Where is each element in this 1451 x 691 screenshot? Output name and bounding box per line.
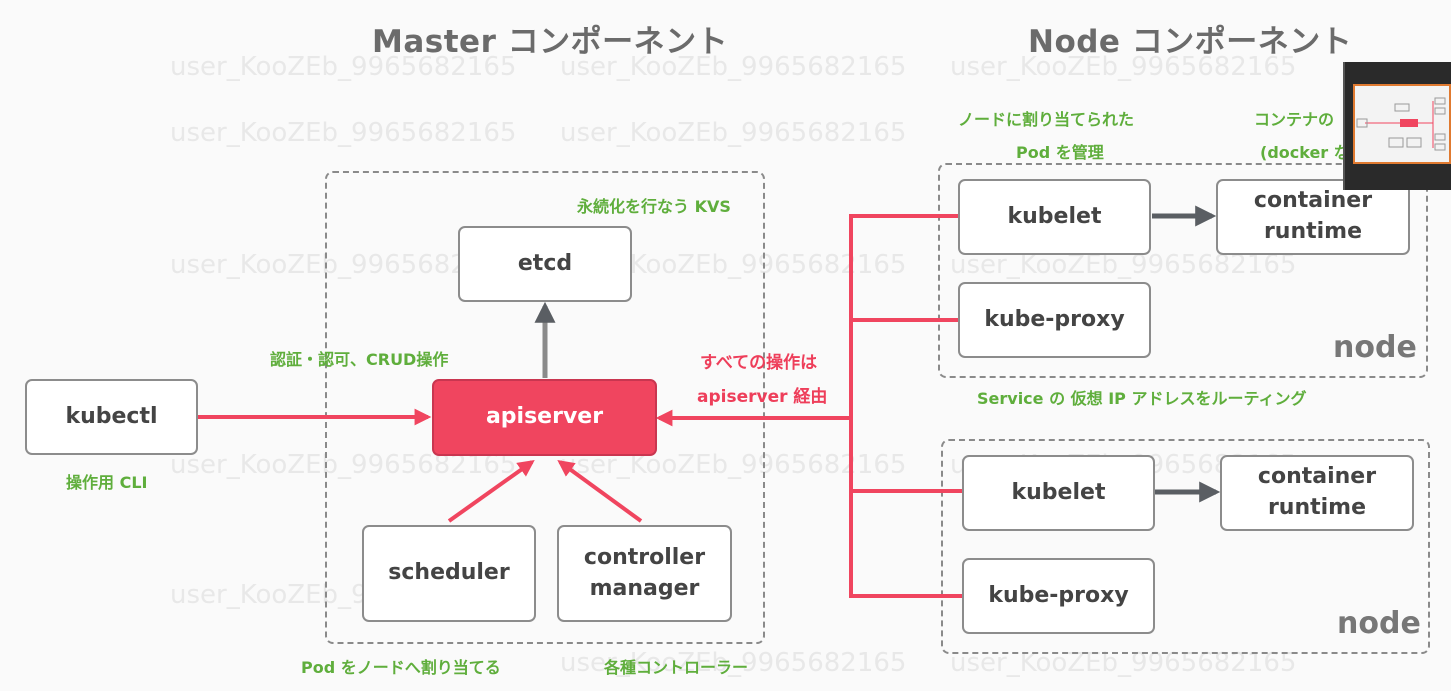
container-runtime-box-1: container runtime: [1216, 179, 1410, 255]
kubelet-box-2: kubelet: [962, 455, 1155, 531]
kube-proxy-box-2: kube-proxy: [962, 558, 1155, 634]
node-components-heading: Node コンポーネント: [1028, 24, 1353, 60]
controller-manager-box: controller manager: [557, 525, 732, 622]
container-runtime-box-2: container runtime: [1220, 455, 1414, 531]
all-ops-note-line1: すべての操作は: [700, 353, 818, 373]
controller-description: 各種コントローラー: [604, 658, 749, 677]
scheduler-to-apiserver-arrow: [447, 460, 535, 523]
node-label-2: node: [1337, 606, 1421, 641]
kube-proxy-description: Service の 仮想 IP アドレスをルーティング: [977, 389, 1307, 408]
node-label-1: node: [1333, 330, 1417, 365]
auth-crud-note: 認証・認可、CRUD操作: [270, 350, 449, 369]
scheduler-box: scheduler: [362, 525, 536, 622]
kubectl-description: 操作用 CLI: [66, 473, 148, 492]
node-group-frame-1: [938, 163, 1428, 378]
apiserver-box: apiserver: [432, 379, 657, 456]
kubectl-box: kubectl: [25, 379, 198, 455]
etcd-box: etcd: [458, 226, 632, 302]
scheduler-description: Pod をノードへ割り当てる: [301, 658, 501, 677]
thumbnail-preview: [1353, 84, 1451, 164]
runtime-description-line1: コンテナの: [1254, 110, 1335, 129]
master-components-heading: Master コンポーネント: [372, 24, 729, 60]
kubelet-description-line2: Pod を管理: [1016, 143, 1104, 162]
etcd-description: 永続化を行なう KVS: [577, 197, 731, 216]
node-group-frame-2: [941, 439, 1430, 654]
runtime-description-line2: (docker な: [1260, 143, 1350, 162]
master-group-frame: [325, 171, 765, 644]
kube-proxy-box-1: kube-proxy: [958, 282, 1151, 358]
thumbnail-mini-diagram: [1356, 97, 1446, 151]
all-ops-note-line2: apiserver 経由: [697, 387, 828, 407]
kubelet-box-1: kubelet: [958, 179, 1151, 255]
controller-to-apiserver-arrow: [557, 460, 643, 523]
video-thumbnail-overlay[interactable]: [1343, 62, 1451, 190]
kubelet-description-line1: ノードに割り当てられた: [958, 110, 1135, 129]
